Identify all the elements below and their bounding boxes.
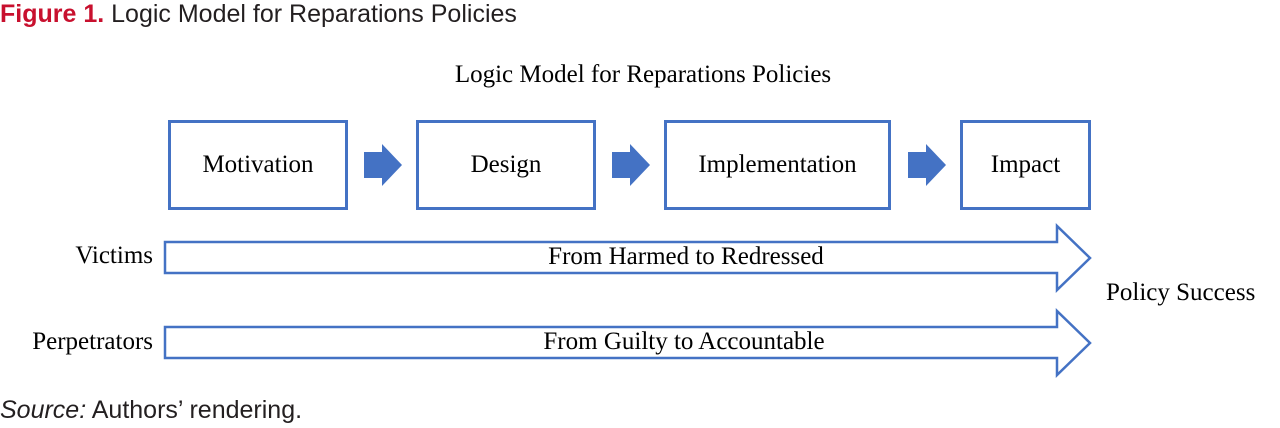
figure-caption: Figure 1. Logic Model for Reparations Po… xyxy=(0,0,517,28)
stage-box-impact: Impact xyxy=(960,120,1091,210)
stage-box-design: Design xyxy=(416,120,596,210)
row-label-perpetrators: Perpetrators xyxy=(32,328,153,355)
band-text-victims: From Harmed to Redressed xyxy=(548,243,824,270)
source-note: Source: Authors’ rendering. xyxy=(0,396,302,425)
victims-band-arrow xyxy=(163,223,1092,293)
stage-arrow-2 xyxy=(612,144,650,186)
stage-box-motivation: Motivation xyxy=(168,120,348,210)
stage-arrow-3 xyxy=(908,144,946,186)
stage-box-implementation: Implementation xyxy=(664,120,891,210)
source-text: Authors’ rendering. xyxy=(91,396,303,424)
figure-number: Figure 1. xyxy=(0,0,105,28)
band-text-perpetrators: From Guilty to Accountable xyxy=(543,328,825,355)
row-label-victims: Victims xyxy=(75,242,153,269)
figure-caption-title: Logic Model for Reparations Policies xyxy=(111,0,517,28)
perpetrators-band-arrow xyxy=(163,308,1092,378)
stage-arrow-1 xyxy=(364,144,402,186)
outcome-label: Policy Success xyxy=(1106,279,1256,306)
diagram-title: Logic Model for Reparations Policies xyxy=(454,61,832,88)
source-label: Source: xyxy=(0,396,87,424)
